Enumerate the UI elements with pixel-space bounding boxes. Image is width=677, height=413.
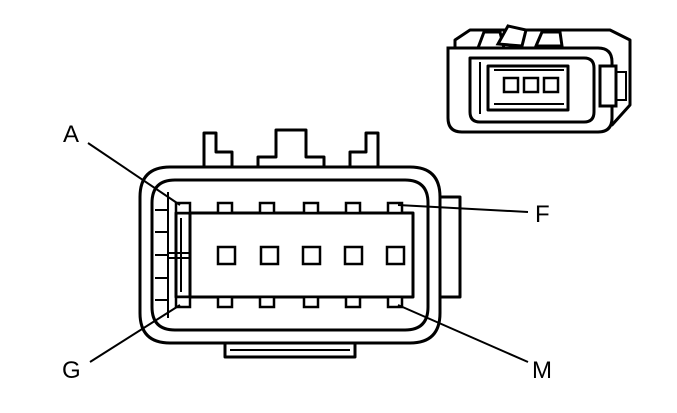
connector-face-view [138,128,462,359]
thumb-right-latch-ear [615,71,627,101]
pin-label-A: A [63,121,79,148]
central-insert [188,211,415,299]
pin-label-G: G [62,357,81,384]
middle-cavity-1 [216,245,237,266]
cavity-J [258,295,276,309]
thumb-right-latch [598,64,618,108]
cavity-M [386,295,404,309]
cavity-A [174,201,192,215]
bottom-key [223,343,357,359]
outer-housing [138,165,442,345]
thumb-top-latch-2 [495,24,528,48]
cavity-D [302,201,320,215]
leader-lines [87,142,529,363]
thumb-middle-cavity-2 [522,76,540,94]
thumb-insert [486,64,570,112]
leader-line-M [397,304,529,363]
cavity-C [258,201,276,215]
thumb-middle-cavity-1 [502,76,520,94]
top-left-lock-tab [202,131,234,167]
middle-cavity-5 [385,245,406,266]
cavity-E [344,201,362,215]
cavity-G [174,295,192,309]
middle-cavity-3 [301,245,322,266]
leader-line-A [87,142,181,206]
middle-cavity-2 [259,245,280,266]
cavity-L [344,295,362,309]
cavity-H [216,295,234,309]
pin-label-M: M [532,357,552,384]
top-right-lock-tab [348,131,380,167]
thumb-top-latch-3 [533,30,564,48]
inner-housing [150,178,430,332]
thumb-inner-shell [468,56,596,124]
cavity-K [302,295,320,309]
leader-line-F [397,204,529,213]
middle-cavity-4 [343,245,364,266]
pin-label-F: F [535,201,550,228]
leader-line-G [89,304,181,363]
connector-perspective-view [446,24,632,134]
cavity-F [386,201,404,215]
thumb-middle-cavity-3 [542,76,560,94]
cavity-B [216,201,234,215]
top-center-key [256,128,326,167]
